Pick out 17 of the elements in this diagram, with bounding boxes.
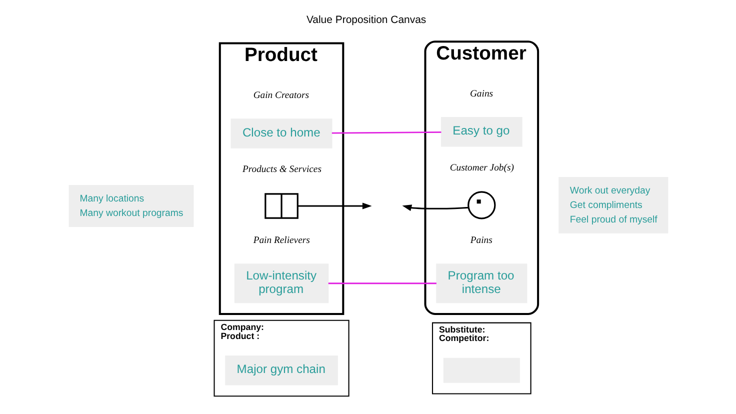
node-box: Close to home	[230, 118, 332, 148]
connector	[328, 282, 436, 284]
label: Products & Services	[242, 164, 321, 176]
node-box: Low-intensity program	[234, 264, 328, 304]
node-picture	[467, 191, 496, 220]
label: Gain Creators	[252, 90, 309, 102]
arrow	[402, 204, 468, 211]
label: Gains	[469, 88, 493, 100]
node-box: Easy to go	[440, 116, 522, 147]
label: Customer Job(s)	[449, 162, 514, 174]
label: Pain Relievers	[252, 235, 310, 246]
connector	[331, 131, 441, 134]
node-box: Program too intense	[436, 264, 527, 304]
label: Pains	[470, 235, 492, 246]
diagram-title: Value Proposition Canvas	[306, 15, 426, 26]
arrow	[297, 202, 372, 210]
cluster: Substitute: Competitor:	[431, 322, 531, 394]
